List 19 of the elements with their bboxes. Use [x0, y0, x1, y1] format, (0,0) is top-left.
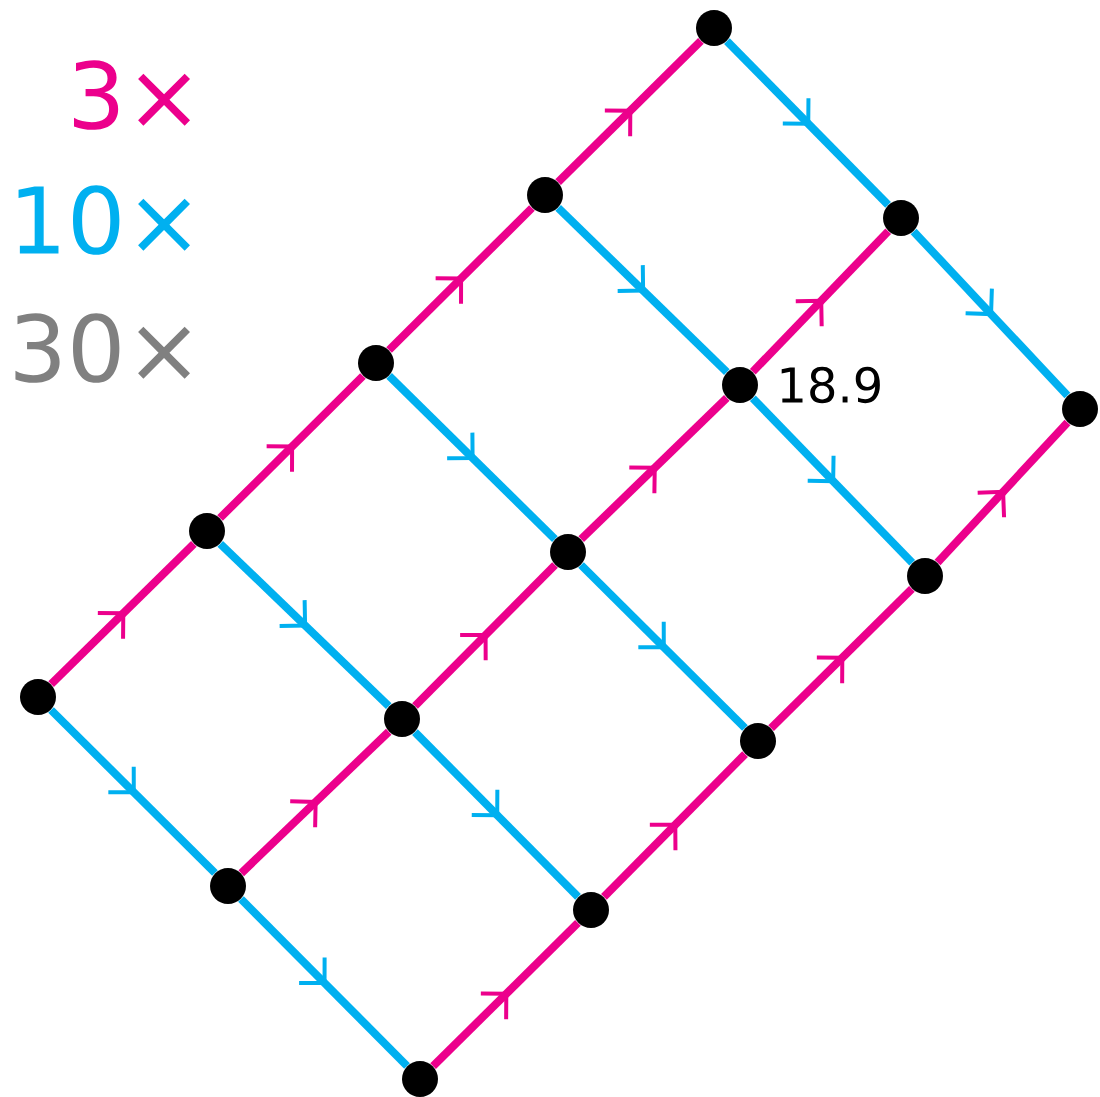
vertex-dot — [907, 558, 943, 594]
vertex-dot — [696, 10, 732, 46]
multiplier-label: 3× — [74, 60, 190, 130]
multiplier-label: 30× — [15, 313, 190, 383]
vertex-dot — [384, 701, 420, 737]
value-label: 18.9 — [781, 366, 880, 404]
vertex-dot — [740, 723, 776, 759]
vertex-dot — [1062, 391, 1098, 427]
vertex-dot — [573, 892, 609, 928]
vertex-dot — [527, 177, 563, 213]
vertex-dot — [189, 513, 225, 549]
vertex-dot — [20, 679, 56, 715]
vertex-dot — [402, 1061, 438, 1097]
vertex-dot — [358, 345, 394, 381]
vertex-dot — [210, 868, 246, 904]
vertex-dot — [883, 200, 919, 236]
vertex-dot — [722, 367, 758, 403]
vertex-dot — [550, 534, 586, 570]
multiplier-label: 10× — [18, 185, 190, 255]
